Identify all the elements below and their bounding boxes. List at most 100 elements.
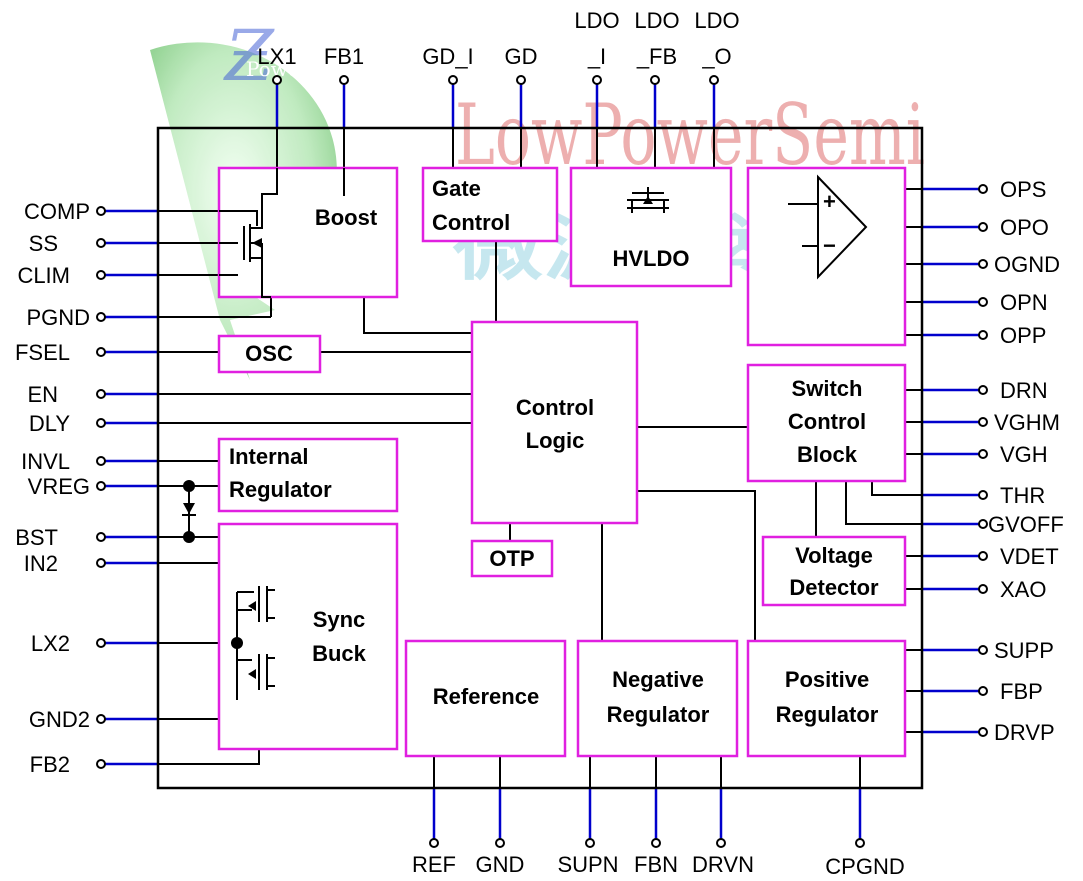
voltage-detector-block	[761, 535, 907, 607]
pin-label-ognd: OGND	[994, 252, 1060, 277]
pin-label-gnd2: GND2	[29, 707, 90, 732]
pin-label-gd-i: GD_I	[422, 44, 473, 69]
control-logic-label-2: Logic	[526, 428, 585, 453]
otp-block	[470, 539, 554, 578]
osc-block	[217, 334, 322, 374]
pin-label-ldo-i-1: LDO	[574, 8, 619, 33]
pin-label-fb1: FB1	[324, 44, 364, 69]
boost-block	[217, 166, 399, 299]
pin-label-drvn: DRVN	[692, 852, 754, 877]
pin-label-vgh: VGH	[1000, 442, 1048, 467]
boost-label: Boost	[315, 205, 378, 230]
sync-buck-label-1: Sync	[313, 607, 366, 632]
sync-buck-label-2: Buck	[312, 641, 367, 666]
buck-mosfets-icon	[236, 586, 275, 700]
gate-control-label-1: Gate	[432, 176, 481, 201]
pin-label-vdet: VDET	[1000, 544, 1059, 569]
opamp-plus: +	[823, 189, 836, 214]
pin-label-bst: BST	[15, 525, 58, 550]
block-labels: Boost Gate Control HVLDO OSC Control Log…	[229, 176, 879, 727]
watermark-logo-letter: Ƶ	[223, 15, 275, 97]
pin-label-lx2: LX2	[31, 631, 70, 656]
switch-control-label-2: Control	[788, 409, 866, 434]
pin-label-opo: OPO	[1000, 215, 1049, 240]
pin-label-cpgnd: CPGND	[825, 854, 904, 879]
function-blocks	[217, 166, 907, 758]
gate-control-label-2: Control	[432, 210, 510, 235]
bst-junction-dot	[183, 531, 195, 543]
pin-label-ldo-fb-1: LDO	[634, 8, 679, 33]
pin-label-in2: IN2	[24, 551, 58, 576]
negative-regulator-label-1: Negative	[612, 667, 704, 692]
reference-block	[404, 639, 567, 758]
pin-label-opp: OPP	[1000, 323, 1046, 348]
pin-label-vghm: VGHM	[994, 410, 1060, 435]
pin-label-dly: DLY	[29, 411, 70, 436]
internal-regulator-label-2: Regulator	[229, 477, 332, 502]
pin-label-thr: THR	[1000, 483, 1045, 508]
opamp-icon: + −	[788, 174, 868, 280]
opamp-minus: −	[823, 233, 836, 258]
vreg-junction-dot	[183, 480, 195, 492]
pin-label-lx1: LX1	[257, 44, 296, 69]
lx2-junction-dot	[231, 637, 243, 649]
pin-label-ldo-o-2: _O	[701, 44, 731, 69]
diode-icon	[183, 503, 195, 514]
buck-low-arrow-icon	[248, 669, 256, 679]
pin-label-ldo-fb-2: _FB	[636, 44, 677, 69]
positive-regulator-block	[746, 639, 907, 758]
pin-label-fb2: FB2	[30, 752, 70, 777]
voltage-detector-label-1: Voltage	[795, 543, 873, 568]
internal-regulator-label-1: Internal	[229, 444, 308, 469]
hvldo-arrow-icon	[643, 196, 653, 204]
otp-label: OTP	[489, 546, 534, 571]
sync-buck-block	[217, 522, 399, 751]
pin-label-ldo-i-2: _I	[587, 44, 606, 69]
pin-label-en: EN	[27, 382, 58, 407]
boost-mosfet-icon	[219, 168, 345, 298]
switch-control-block	[746, 363, 907, 483]
chip-outline	[156, 126, 924, 790]
block-internal-wiring	[219, 168, 669, 700]
pin-lines	[103, 82, 980, 840]
pin-terminals	[96, 75, 988, 848]
pin-label-drvp: DRVP	[994, 720, 1055, 745]
pin-label-opn: OPN	[1000, 290, 1048, 315]
pin-label-ldo-o-1: LDO	[694, 8, 739, 33]
reference-label: Reference	[433, 684, 539, 709]
positive-regulator-label-1: Positive	[785, 667, 869, 692]
pin-label-gd: GD	[505, 44, 538, 69]
pin-label-gvoff: GVOFF	[988, 512, 1064, 537]
switch-control-label-3: Block	[797, 442, 858, 467]
pin-labels: LX1 FB1 GD_I GD LDO LDO LDO _I _FB _O CO…	[15, 8, 1064, 879]
switch-control-label-1: Switch	[792, 376, 863, 401]
pin-label-supn: SUPN	[557, 852, 618, 877]
control-logic-label-1: Control	[516, 395, 594, 420]
negative-regulator-label-2: Regulator	[607, 702, 710, 727]
pin-label-fsel: FSEL	[15, 340, 70, 365]
hvldo-block	[569, 166, 733, 288]
pin-label-ref: REF	[412, 852, 456, 877]
watermark-logo-text: Powe	[246, 57, 300, 81]
pin-label-xao: XAO	[1000, 577, 1046, 602]
gate-control-block	[421, 166, 559, 243]
internal-regulator-block	[217, 437, 399, 513]
buck-high-arrow-icon	[248, 601, 256, 611]
voltage-detector-label-2: Detector	[789, 575, 879, 600]
hvldo-label: HVLDO	[613, 246, 690, 271]
pin-label-fbn: FBN	[634, 852, 678, 877]
pin-label-supp: SUPP	[994, 638, 1054, 663]
junction-markers	[183, 196, 653, 679]
boost-arrow-icon	[252, 238, 262, 248]
control-logic-block	[470, 320, 639, 525]
pin-label-ss: SS	[29, 231, 58, 256]
pin-label-gnd: GND	[476, 852, 525, 877]
pin-label-clim: CLIM	[17, 263, 70, 288]
positive-regulator-label-2: Regulator	[776, 702, 879, 727]
pin-label-invl: INVL	[21, 449, 70, 474]
pin-label-drn: DRN	[1000, 378, 1048, 403]
pin-label-vreg: VREG	[28, 474, 90, 499]
pin-label-ops: OPS	[1000, 177, 1046, 202]
